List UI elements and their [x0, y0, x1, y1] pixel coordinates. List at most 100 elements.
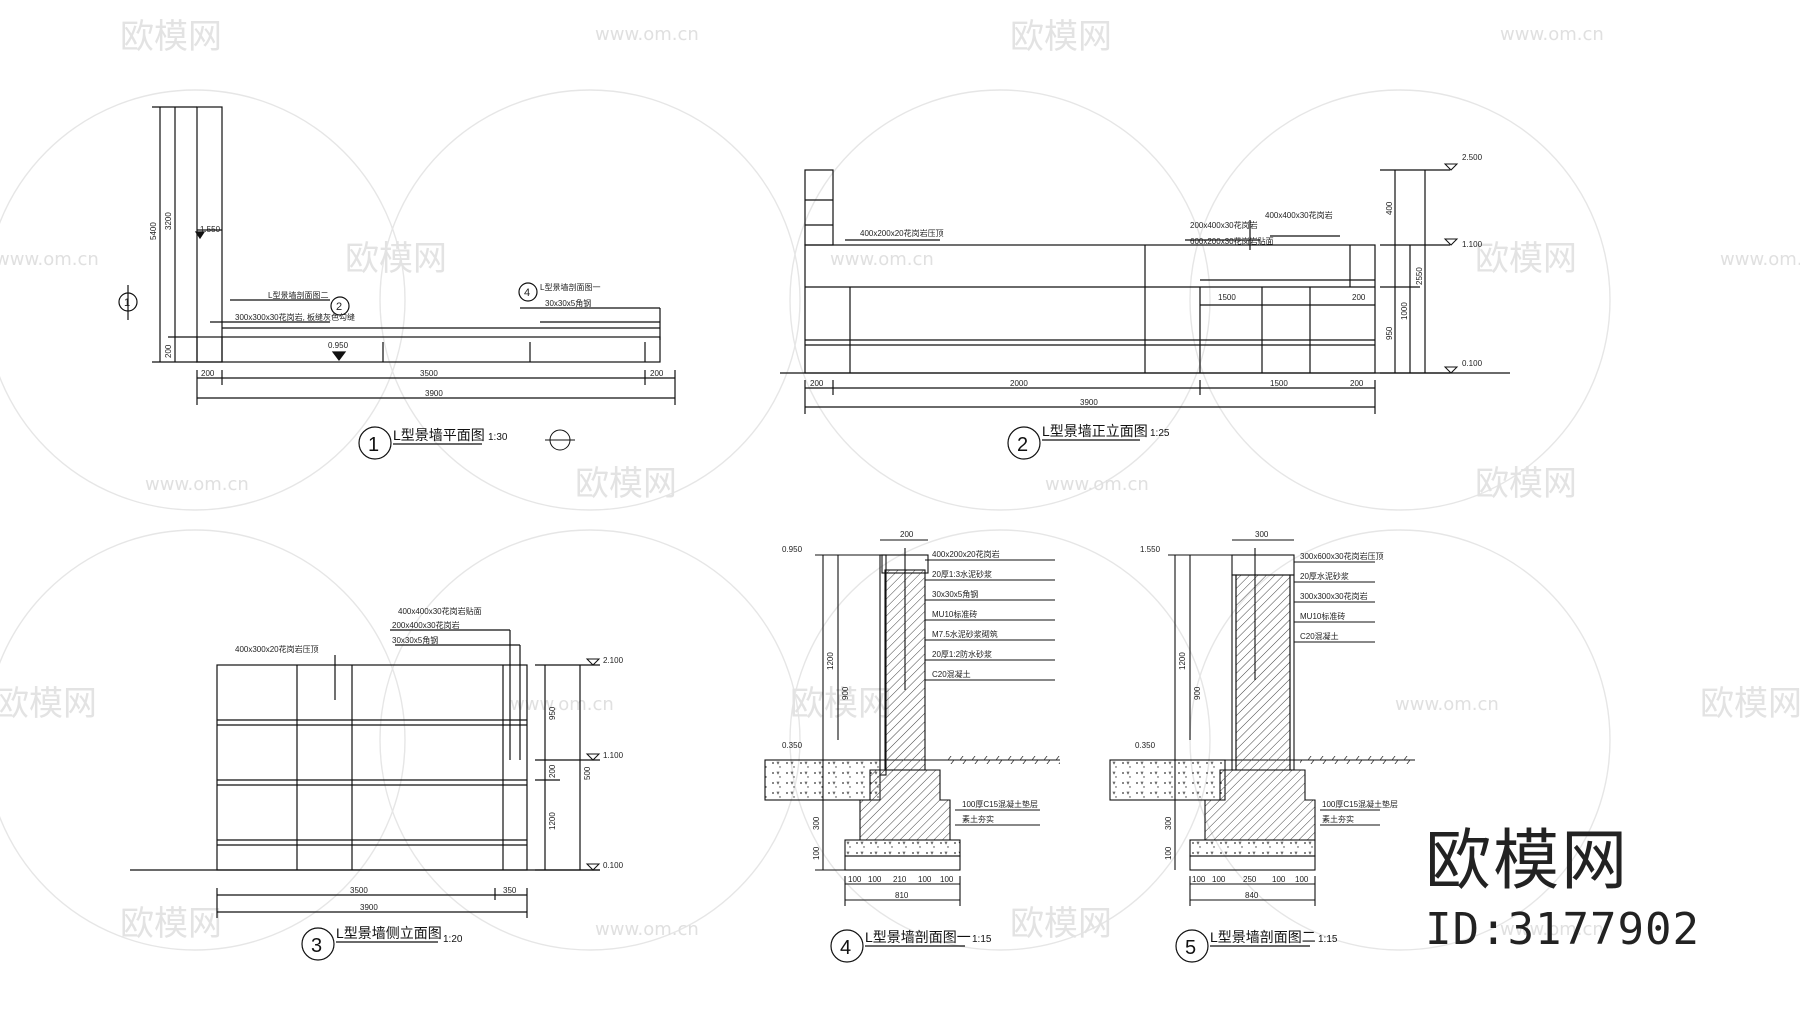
- watermark-url-text: www.om.cn: [595, 919, 699, 940]
- watermark-brand-text: 欧模网: [1475, 464, 1577, 504]
- plan-dim-total: 3900: [425, 389, 443, 398]
- watermark-brand-text: 欧模网: [1010, 904, 1112, 944]
- plan-scale: 1:30: [488, 432, 508, 443]
- plan-note-1: L型景墙剖面图一: [540, 282, 600, 292]
- side-dim-bottom-1: 350: [503, 886, 517, 895]
- front-dim-right-0: 400: [1385, 201, 1394, 215]
- front-note-2: 400x400x30花岗岩: [1265, 210, 1333, 220]
- plan-number: 1: [368, 434, 379, 456]
- brand-name: 欧模网: [1425, 822, 1630, 899]
- watermark-brand-text: 欧模网: [790, 684, 892, 724]
- side-dim-right-1: 200: [548, 764, 557, 778]
- brand-watermark: 欧模网 ID:3177902: [1425, 822, 1700, 956]
- plan-level-mark-left: 1.550: [200, 225, 221, 234]
- section-2-dim-bottom-2: 250: [1243, 875, 1257, 884]
- section-2-note-4: C20混凝土: [1300, 631, 1339, 641]
- section-1-dim-left-0: 1200: [826, 652, 835, 670]
- plan-section-num-b: 2: [336, 301, 342, 313]
- side-dim-right-0: 950: [548, 706, 557, 720]
- front-dim-bottom-1: 2000: [1010, 379, 1028, 388]
- side-labels: 2.100 1.100 0.100 3500 350 3900 950 200 …: [235, 606, 624, 912]
- plan-note-2: 300x300x30花岗岩, 板缝灰色勾缝: [235, 312, 355, 322]
- section-1-note-7: 100厚C15混凝土垫层: [962, 799, 1038, 809]
- section-2-dim-bottom-1: 100: [1212, 875, 1226, 884]
- watermark-brand-text: 欧模网: [1010, 17, 1112, 57]
- section-1-dim-left-3: 100: [812, 846, 821, 860]
- section-1-note-6: C20混凝土: [932, 669, 971, 679]
- plan-note-0: L型景墙剖面图二: [268, 290, 328, 300]
- watermark-url-text: www.om.cn: [1500, 919, 1604, 940]
- section-1-dim-left-2: 300: [812, 816, 821, 830]
- section-2-dim-left-0: 1200: [1178, 652, 1187, 670]
- side-note-1: 200x400x30花岗岩: [392, 620, 460, 630]
- section-1-drawing: [764, 539, 1060, 906]
- section-1-title: L型景墙剖面图一: [865, 929, 971, 945]
- watermark-url-text: www.om.cn: [1720, 249, 1800, 270]
- section-1-dim-left-1: 900: [841, 686, 850, 700]
- plan-labels: 5400 3200 200 200 3500 200 3900 0.950 1.…: [124, 212, 664, 398]
- section-1-dim-bottom-0: 100: [848, 875, 862, 884]
- front-level-1: 1.100: [1462, 240, 1483, 249]
- section-2-dim-left-3: 100: [1164, 846, 1173, 860]
- section-2-note-5: 100厚C15混凝土垫层: [1322, 799, 1398, 809]
- section-1-level-ground: 0.350: [782, 741, 803, 750]
- section-1-note-1: 20厚1:3水泥砂浆: [932, 569, 992, 579]
- plan-dim-left-end: 200: [164, 344, 173, 358]
- plan-dim-left-main: 3200: [164, 212, 173, 230]
- plan-dim-bottom-0: 200: [201, 369, 215, 378]
- watermark-brand-text: 欧模网: [1475, 239, 1577, 279]
- section-2-note-2: 300x300x30花岗岩: [1300, 591, 1368, 601]
- watermark-url-text: www.om.cn: [595, 24, 699, 45]
- side-number: 3: [311, 935, 322, 957]
- plan-drawing: [118, 106, 676, 405]
- front-title-block: 2 L型景墙正立面图 1:25: [1007, 423, 1170, 460]
- section-1-dim-bottom-2: 210: [893, 875, 907, 884]
- section-2-dim-bottom-4: 100: [1295, 875, 1309, 884]
- watermark-brand-text: 欧模网: [1700, 684, 1800, 724]
- section-1-title-block: 4 L型景墙剖面图一 1:15: [830, 929, 992, 963]
- front-dim-bottom-3: 200: [1350, 379, 1364, 388]
- side-note-3: 400x400x30花岗岩贴面: [398, 606, 482, 616]
- section-1-dim-bottom-3: 100: [918, 875, 932, 884]
- section-1-scale: 1:15: [972, 934, 992, 945]
- front-level-2: 0.100: [1462, 359, 1483, 368]
- section-2-top-dim: 300: [1255, 530, 1269, 539]
- brand-id: ID:3177902: [1425, 904, 1700, 955]
- plan-section-num-c: 4: [524, 287, 530, 299]
- front-dim-right-3: 950: [1385, 326, 1394, 340]
- watermark-url-text: www.om.cn: [510, 694, 614, 715]
- side-dim-right-2: 1200: [548, 812, 557, 830]
- side-title-block: 3 L型景墙侧立面图 1:20: [301, 925, 463, 961]
- side-level-2: 0.100: [603, 861, 624, 870]
- section-2-drawing: [1109, 539, 1415, 906]
- section-1-note-0: 400x200x20花岗岩: [932, 549, 1000, 559]
- watermark-url-text: www.om.cn: [0, 249, 99, 270]
- section-2-dim-left-2: 300: [1164, 816, 1173, 830]
- watermark-brand-text: 欧模网: [120, 904, 222, 944]
- section-2-note-6: 素土夯实: [1322, 814, 1354, 824]
- front-scale: 1:25: [1150, 428, 1170, 439]
- section-2-title-block: 5 L型景墙剖面图二 1:15: [1175, 929, 1338, 963]
- front-title: L型景墙正立面图: [1042, 423, 1148, 439]
- side-note-2: 30x30x5角钢: [392, 635, 438, 645]
- watermark-url-text: www.om.cn: [145, 474, 249, 495]
- section-1-note-4: M7.5水泥砂浆砌筑: [932, 629, 998, 639]
- section-1-labels: 200 0.950 0.350 1200 900 300 100 100 100…: [782, 530, 1038, 900]
- watermark-brand-text: 欧模网: [0, 684, 97, 724]
- front-dim-right-1: 2550: [1415, 267, 1424, 285]
- section-2-scale: 1:15: [1318, 934, 1338, 945]
- section-2-dim-bottom-3: 100: [1272, 875, 1286, 884]
- side-dim-right-3: 500: [583, 766, 592, 780]
- section-2-note-3: MU10标准砖: [1300, 611, 1345, 621]
- front-level-0: 2.500: [1462, 153, 1483, 162]
- watermark-url-text: www.om.cn: [830, 249, 934, 270]
- section-1-dim-bottom-4: 100: [940, 875, 954, 884]
- front-dim-bottom-0: 200: [810, 379, 824, 388]
- watermark-circles: [0, 89, 1611, 951]
- plan-dim-bottom-1: 3500: [420, 369, 438, 378]
- watermark-url-text: www.om.cn: [1500, 24, 1604, 45]
- section-1-top-dim: 200: [900, 530, 914, 539]
- front-level-markers: [1443, 163, 1459, 374]
- front-dim-bottom-2: 1500: [1270, 379, 1288, 388]
